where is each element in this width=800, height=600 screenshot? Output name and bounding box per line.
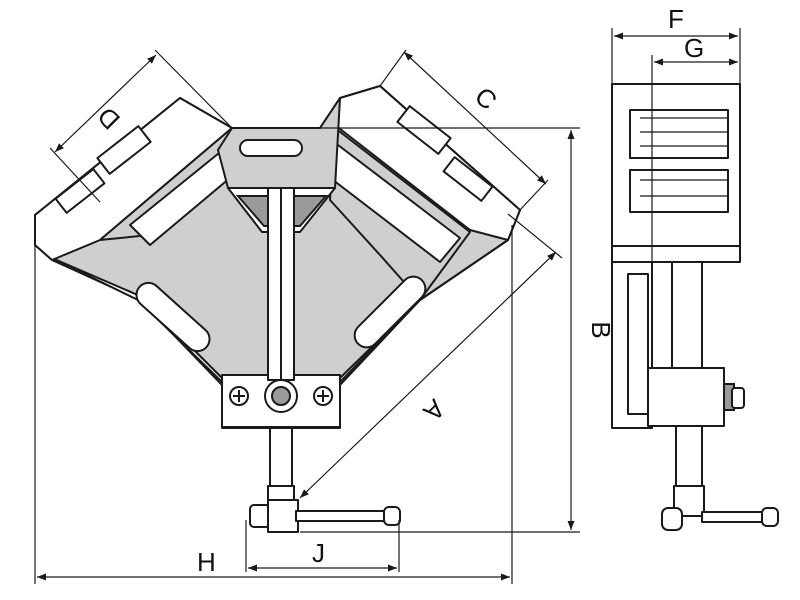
- label-g: G: [684, 33, 704, 63]
- side-lead-screw: [675, 425, 703, 487]
- dim-a-line: [299, 251, 557, 499]
- label-h: H: [197, 547, 216, 577]
- lead-screw: [269, 427, 293, 489]
- label-a: A: [417, 394, 451, 428]
- top-slot: [239, 139, 303, 157]
- dimension-lines: [34, 28, 741, 584]
- label-f: F: [668, 4, 684, 34]
- left-jaw-slot-lower: [54, 168, 106, 214]
- label-j: J: [312, 538, 325, 568]
- label-d: D: [91, 101, 125, 135]
- side-lower-block: [647, 367, 725, 427]
- left-arm-slot: [135, 281, 211, 353]
- right-screw-icon: [313, 386, 333, 406]
- t-handle[interactable]: [249, 499, 401, 533]
- center-bore-icon: [264, 379, 298, 413]
- side-handle-knob: [661, 507, 683, 531]
- label-c: C: [469, 81, 503, 116]
- dim-d-line: [54, 54, 157, 153]
- front-view: [34, 85, 521, 533]
- dim-c-line: [403, 51, 547, 185]
- left-jaw: [34, 97, 269, 261]
- side-view: [611, 83, 779, 531]
- left-screw-icon: [229, 386, 249, 406]
- label-b: B: [586, 321, 616, 338]
